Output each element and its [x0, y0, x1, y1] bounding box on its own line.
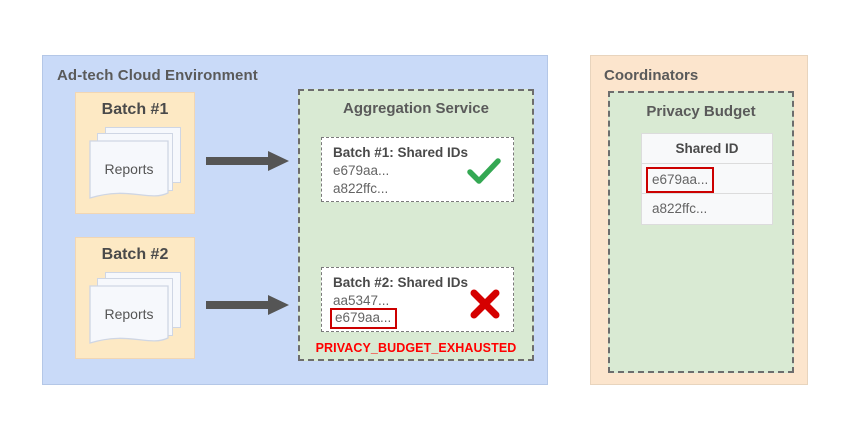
privacy-budget-title: Privacy Budget	[646, 103, 756, 120]
batch-2-card-heading: Batch #2: Shared IDs	[333, 275, 469, 290]
batch-1-shared-id-1: e679aa...	[333, 163, 390, 178]
report-sheet-front-icon	[89, 140, 169, 199]
coordinators-panel-title: Coordinators	[604, 67, 699, 84]
shared-id-value-highlighted: e679aa...	[646, 167, 715, 193]
batch-2-shared-ids-card: Batch #2: Shared IDs aa5347... e679aa...	[321, 267, 514, 332]
aggregation-service-title: Aggregation Service	[343, 100, 489, 117]
privacy-budget-exhausted-error: PRIVACY_BUDGET_EXHAUSTED	[315, 341, 517, 355]
table-row: a822ffc...	[642, 194, 772, 224]
aggregation-service-zone: Aggregation Service Batch #1: Shared IDs…	[298, 89, 534, 361]
privacy-budget-zone: Privacy Budget Shared ID e679aa... a822f…	[608, 91, 794, 373]
shared-id-column-header: Shared ID	[642, 134, 772, 164]
batch-2-shared-id-1: aa5347...	[333, 293, 390, 308]
table-row: e679aa...	[642, 164, 772, 194]
right-arrow-icon	[206, 151, 289, 171]
shared-id-table: Shared ID e679aa... a822ffc...	[641, 133, 773, 225]
adtech-cloud-environment-panel: Ad-tech Cloud Environment Batch #1 Repor…	[42, 55, 548, 385]
batch-1-shared-ids-card: Batch #1: Shared IDs e679aa... a822ffc..…	[321, 137, 514, 202]
batch-2-label: Batch #2	[101, 246, 169, 263]
adtech-panel-title: Ad-tech Cloud Environment	[57, 67, 258, 84]
batch-2-flagged-shared-id: e679aa...	[330, 308, 398, 329]
right-arrow-icon	[206, 295, 289, 315]
batch-2-reports-label: Reports	[104, 306, 154, 322]
coordinators-panel: Coordinators Privacy Budget Shared ID e6…	[590, 55, 808, 385]
batch-2-box: Batch #2 Reports	[75, 237, 195, 359]
report-sheet-front-icon	[89, 285, 169, 344]
batch-1-box: Batch #1 Reports	[75, 92, 195, 214]
cross-icon	[470, 289, 500, 319]
batch-1-label: Batch #1	[101, 101, 169, 118]
batch-1-shared-id-2: a822ffc...	[333, 181, 389, 196]
batch-1-reports-stack: Reports	[89, 127, 185, 203]
check-icon	[467, 158, 501, 184]
batch-2-reports-stack: Reports	[89, 272, 185, 348]
batch-1-reports-label: Reports	[104, 161, 154, 177]
batch-1-card-heading: Batch #1: Shared IDs	[333, 145, 469, 160]
